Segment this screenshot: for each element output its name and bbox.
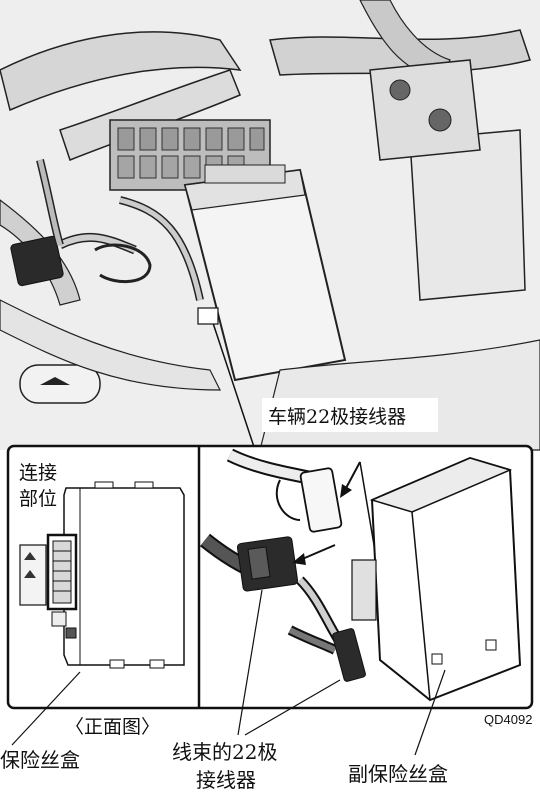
- fuse-box-label: 保险丝盒: [0, 748, 80, 772]
- sub-fuse-box-top: [183, 164, 347, 382]
- fuse-box-front-view: [11, 481, 185, 746]
- harness-connector-label-line1: 线束的22极: [172, 740, 278, 764]
- harness-connector-label-line2: 接线器: [196, 768, 256, 792]
- figure-code: QD4092: [484, 712, 533, 727]
- vehicle-connector-label: 车辆22极接线器: [268, 406, 407, 428]
- front-view-label: 〈正面图〉: [65, 716, 161, 738]
- connection-part-label-line1: 连接: [19, 462, 58, 484]
- sub-fuse-box-detail: [351, 456, 522, 702]
- detail-connection-view: [200, 448, 522, 756]
- harness-connector-top: [10, 232, 152, 287]
- connection-part-label-line2: 部位: [19, 488, 58, 510]
- top-engine-view: [0, 0, 540, 451]
- harness-22pin-connector: [236, 536, 299, 592]
- sub-fuse-box-label: 副保险丝盒: [348, 762, 448, 786]
- fuse-block: [109, 119, 271, 191]
